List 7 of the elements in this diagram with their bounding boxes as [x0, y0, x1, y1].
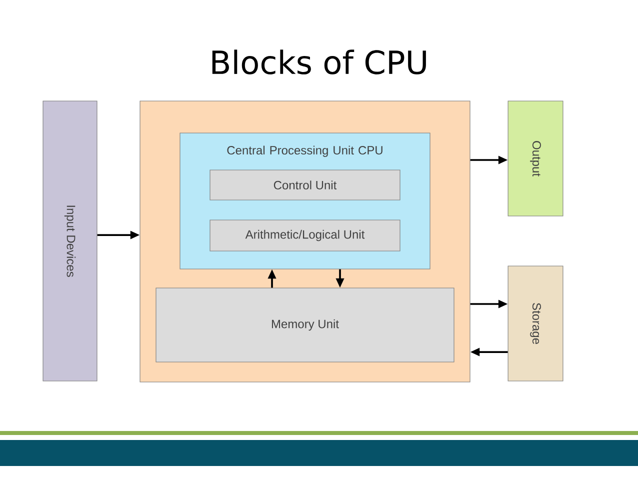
unit-box: Control Unit: [210, 170, 400, 200]
device-box: Storage: [508, 266, 564, 382]
unit-box: Arithmetic/Logical Unit: [210, 220, 400, 252]
device-box: Input Devices: [42, 100, 98, 382]
unit-box: Memory Unit: [156, 288, 454, 362]
slide-title: Blocks of CPU: [212, 50, 426, 74]
device-box: Output: [508, 100, 564, 216]
